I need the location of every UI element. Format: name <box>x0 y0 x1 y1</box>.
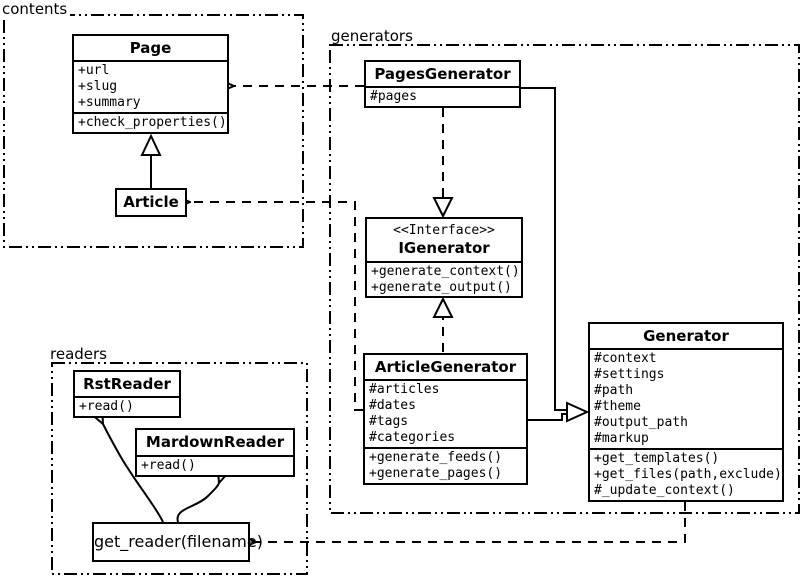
class-articlegenerator-name: ArticleGenerator <box>374 358 517 376</box>
pagesgenerator-to-generator-inheritance-arrow <box>521 87 566 411</box>
getreader-to-mardownreader-arrow <box>176 483 219 523</box>
class-pagesgenerator: PagesGenerator #pages <box>364 60 521 108</box>
generator-to-getreader-dependency-arrow <box>256 502 686 542</box>
class-mardownreader-methods: +read() <box>137 455 293 475</box>
class-generator: Generator #context #settings #path #them… <box>588 322 784 502</box>
getreader-to-rstreader-arrow <box>103 424 164 523</box>
class-rstreader-name: RstReader <box>83 375 171 393</box>
class-generator-name: Generator <box>643 327 729 345</box>
articlegenerator-to-generator-inheritance-arrow <box>528 413 566 421</box>
class-page: Page +url +slug +summary +check_properti… <box>72 34 229 134</box>
contents-package-border <box>3 14 304 248</box>
function-getreader: get_reader(filename) <box>92 522 263 562</box>
class-pagesgenerator-attributes: #pages <box>366 86 519 106</box>
class-mardownreader-name: MardownReader <box>145 433 285 451</box>
class-article: Article <box>115 188 187 217</box>
articlegenerator-to-article-dependency-arrow <box>190 202 363 411</box>
class-generator-attributes: #context #settings #path #theme #output_… <box>590 348 782 448</box>
interface-igenerator-methods: +generate_context() +generate_output() <box>367 261 521 297</box>
class-page-name: Page <box>129 39 172 57</box>
articlegenerator-to-igenerator-realization-arrow <box>432 296 454 352</box>
contents-package-label: contents <box>1 1 71 17</box>
class-page-attributes: +url +slug +summary <box>74 60 227 112</box>
interface-igenerator-stereotype: <<Interface>> <box>393 223 495 238</box>
interface-igenerator: <<Interface>> IGenerator +generate_conte… <box>365 217 523 298</box>
function-getreader-label: get_reader(filename) <box>94 532 263 551</box>
pagesgenerator-to-igenerator-realization-arrow <box>432 108 454 219</box>
class-articlegenerator: ArticleGenerator #articles #dates #tags … <box>363 353 528 485</box>
generators-package-border <box>329 44 800 514</box>
interface-igenerator-name: IGenerator <box>398 239 490 257</box>
class-pagesgenerator-name: PagesGenerator <box>374 65 511 83</box>
generator-inheritance-triangle <box>566 401 590 423</box>
readers-package-border <box>51 362 308 575</box>
article-to-page-inheritance-arrow <box>140 133 162 188</box>
class-page-methods: +check_properties() <box>74 112 227 132</box>
generators-package-label: generators <box>330 28 416 44</box>
class-articlegenerator-methods: +generate_feeds() +generate_pages() <box>365 447 526 483</box>
class-rstreader-methods: +read() <box>75 396 179 416</box>
class-article-name: Article <box>123 193 179 211</box>
class-mardownreader: MardownReader +read() <box>135 428 295 477</box>
class-generator-methods: +get_templates() +get_files(path,exclude… <box>590 448 782 500</box>
class-articlegenerator-attributes: #articles #dates #tags #categories <box>365 379 526 447</box>
readers-package-label: readers <box>49 346 110 362</box>
class-rstreader: RstReader +read() <box>73 370 181 418</box>
